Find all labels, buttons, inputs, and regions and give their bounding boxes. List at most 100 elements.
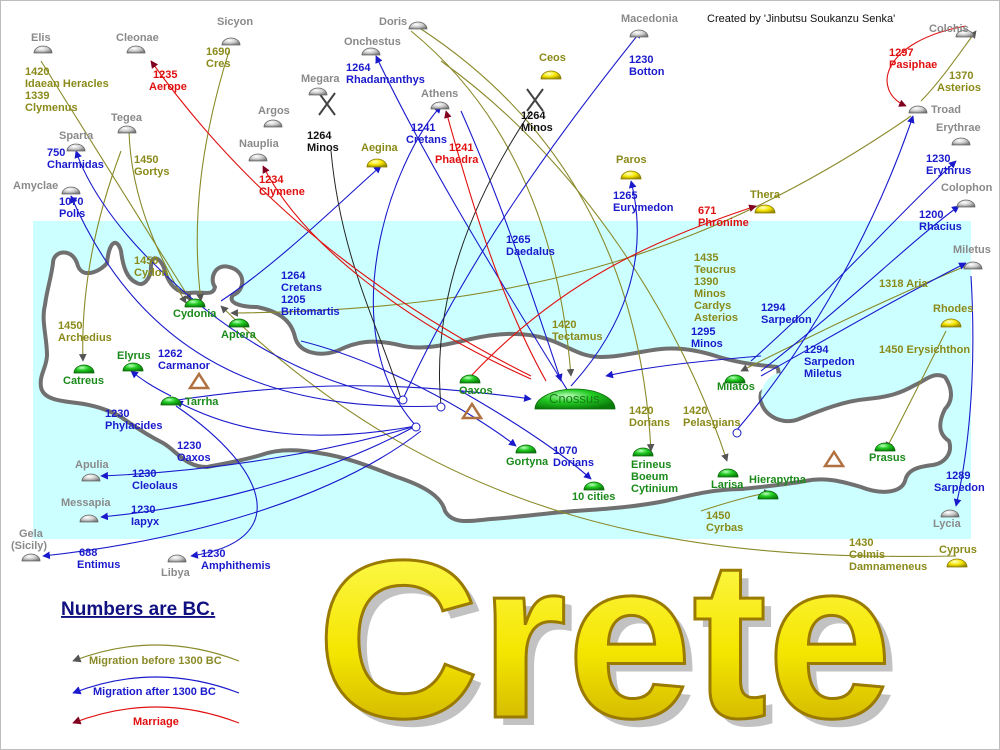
place-label-cytinium: Cytinium — [631, 483, 678, 495]
city-icon-cyprus — [946, 558, 968, 568]
arrows-marriage — [150, 25, 967, 382]
city-icon-lycia — [940, 509, 960, 518]
arrows-before-1300 — [40, 28, 977, 558]
legend-blue-label: Migration after 1300 BC — [93, 686, 216, 698]
city-icon-tarrha — [160, 396, 182, 406]
city-icon-gela — [21, 553, 41, 562]
place-label-tegea: Tegea — [111, 112, 143, 124]
place-label-nauplia: Nauplia — [239, 138, 280, 150]
place-label-oaxos: Oaxos — [459, 385, 493, 397]
place-label-macedonia: Macedonia — [621, 13, 679, 25]
city-icon-doris — [408, 21, 428, 30]
city-icon-oaxos — [459, 374, 481, 384]
place-label-erineus: Erineus — [631, 459, 671, 471]
arrows-after-1300 — [42, 30, 974, 560]
city-icon-apulia — [81, 473, 101, 482]
arrow-cyprus — [220, 305, 957, 558]
city-icon-colchis — [955, 29, 975, 38]
city-icon-amyclae — [61, 186, 81, 195]
city-icon-elyrus — [122, 362, 144, 372]
arrows-minos — [330, 110, 532, 407]
place-label-sicily: (Sicily) — [11, 540, 47, 552]
city-icon-libya — [167, 554, 187, 563]
place-label-paros: Paros — [616, 154, 647, 166]
city-icon-ceos — [540, 70, 562, 80]
city-icon-troad — [908, 105, 928, 114]
arrow-tectamus — [410, 30, 575, 377]
mountain-icon-east — [822, 449, 846, 468]
place-label-aptera: Aptera — [221, 329, 257, 341]
origin-point-1 — [398, 395, 408, 405]
island-cities — [366, 70, 968, 568]
arrow-messapia — [100, 425, 417, 521]
place-label-miletus: Miletus — [953, 244, 991, 256]
place-label-larisa: Larisa — [711, 479, 744, 491]
origin-points — [398, 395, 742, 438]
place-label-milatos: Milatos — [717, 381, 755, 393]
place-label-hierapytna: Hierapytna — [749, 474, 807, 486]
arrow-tegea — [128, 130, 187, 304]
arrow-colophon — [760, 205, 960, 372]
arrow-carmanor — [130, 370, 172, 397]
arrow-libya — [175, 405, 258, 559]
arrow-onchestus — [375, 55, 572, 397]
arrow-gela — [42, 430, 422, 560]
city-icon-macedonia — [629, 29, 649, 38]
arrow-amyclae — [70, 195, 442, 407]
city-icon-prasus — [874, 442, 896, 452]
mountain-icon-west — [187, 371, 211, 390]
place-label-amyclae: Amyclae — [13, 180, 58, 192]
credit-text: Created by 'Jinbutsu Soukanzu Senka' — [707, 13, 895, 25]
place-label-gortyna: Gortyna — [506, 456, 549, 468]
place-label-colchis: Colchis — [929, 23, 969, 35]
place-label-rhodes: Rhodes — [933, 303, 973, 315]
arrow-teucrus — [230, 115, 912, 317]
place-label-sparta: Sparta — [59, 130, 94, 142]
legend-red-label: Marriage — [133, 716, 179, 728]
place-labels: Elis Cleonae Sicyon Doris Macedonia Colc… — [11, 13, 993, 579]
city-icon-erythrae — [951, 137, 971, 146]
place-label-apulia: Apulia — [75, 459, 109, 471]
place-label-athens: Athens — [421, 88, 458, 100]
arrow-clymene — [262, 165, 532, 380]
arrow-erythrae — [750, 160, 957, 362]
city-icon-elis — [33, 45, 53, 54]
city-icon-messapia — [79, 514, 99, 523]
numbers-note: Numbers are BC. — [61, 599, 215, 620]
place-label-doris: Doris — [379, 16, 407, 28]
place-label-tarrha: Tarrha — [185, 396, 219, 408]
legend-red-line — [72, 706, 240, 725]
place-label-elyrus: Elyrus — [117, 350, 151, 362]
legend-blue-line — [72, 676, 240, 695]
place-label-cydonia: Cydonia — [173, 308, 217, 320]
arrow-pasiphae — [886, 25, 967, 107]
mountain-icon-ida — [460, 401, 484, 420]
cretan-cities — [73, 298, 896, 500]
arrow-dorians-1070 — [460, 390, 592, 480]
city-icon-athens — [430, 101, 450, 110]
city-icon-larisa — [717, 468, 739, 478]
arrow-paros — [570, 180, 638, 387]
city-icon-cnossus — [534, 388, 616, 410]
foreign-cities — [21, 21, 983, 563]
arrow-phylacides — [175, 400, 417, 436]
